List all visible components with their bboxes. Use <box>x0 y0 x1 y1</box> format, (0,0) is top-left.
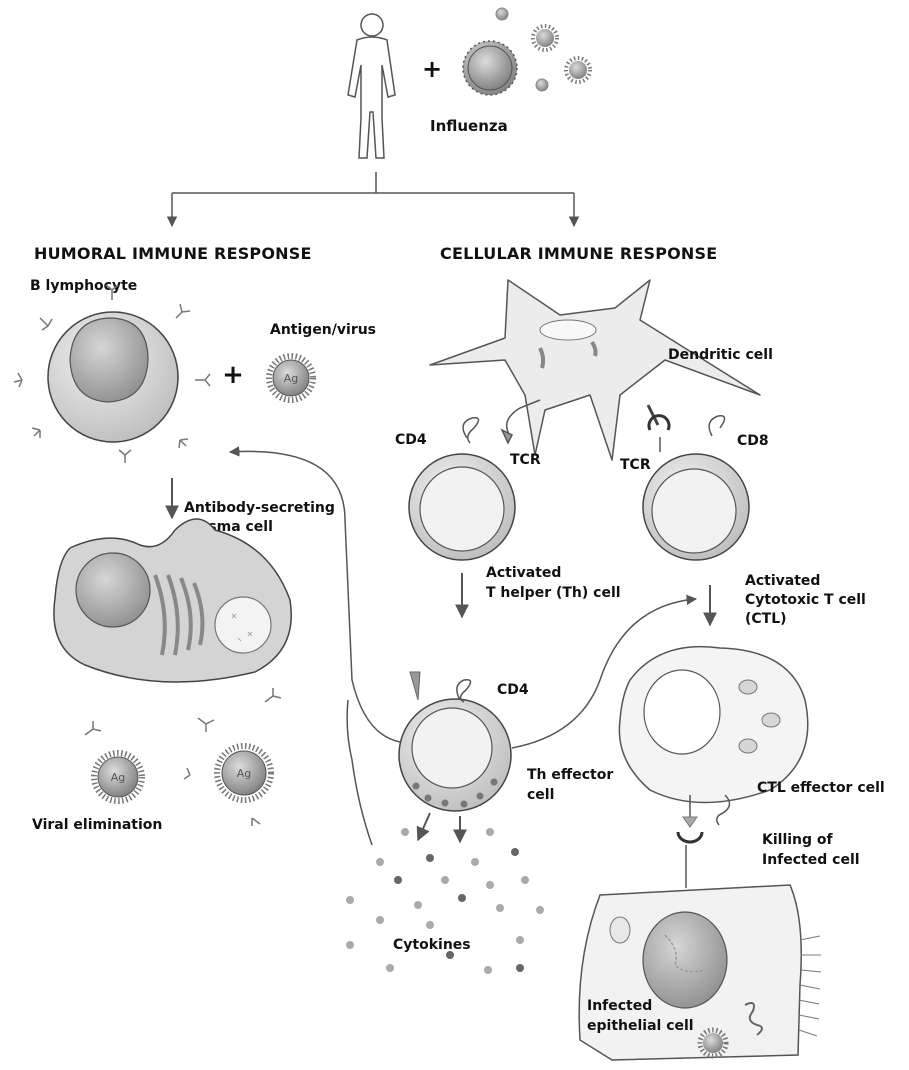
antigen-ag-text: Ag <box>111 771 126 784</box>
top-plus-sign: + <box>422 55 442 83</box>
tcr-left-label: TCR <box>510 452 541 468</box>
virus-small-icon <box>533 26 557 50</box>
cd4-label: CD4 <box>395 432 427 448</box>
viral-elimination-label: Viral elimination <box>32 817 162 833</box>
th-effector-line2: cell <box>527 787 554 803</box>
antigen-virus-label: Antigen/virus <box>270 322 376 338</box>
arrow-cytokine-left <box>418 813 430 840</box>
virus-small-icon <box>566 58 590 82</box>
humoral-heading: HUMORAL IMMUNE RESPONSE <box>34 244 312 263</box>
virus-tiny-icon <box>536 79 548 91</box>
killing-line2: Infected cell <box>762 852 860 868</box>
killing-line1: Killing of <box>762 832 834 848</box>
tcr-right-label: TCR <box>620 457 651 473</box>
plasma-label-line1: Antibody-secreting <box>184 500 335 516</box>
antigen-ag-text: Ag <box>284 372 299 385</box>
human-figure-icon <box>348 14 395 158</box>
activated-ctl-line2: Cytotoxic T cell <box>745 592 866 608</box>
infected-line2: epithelial cell <box>587 1018 694 1034</box>
cd4-effector-label: CD4 <box>497 682 529 698</box>
influenza-virus-group <box>463 8 590 95</box>
branch-connector <box>172 172 574 226</box>
b-lymphocyte-label: B lymphocyte <box>30 278 137 294</box>
cd8-t-cell <box>643 454 749 560</box>
antigen-virus-icon: Ag <box>217 746 271 800</box>
antigen-ag-text: Ag <box>237 767 252 780</box>
activated-ctl-line1: Activated <box>745 573 820 589</box>
th-effector-cell <box>399 672 511 811</box>
cd8-label: CD8 <box>737 433 769 449</box>
activated-ctl-line3: (CTL) <box>745 611 787 627</box>
cd4-t-cell <box>409 454 515 560</box>
activated-th-line2: T helper (Th) cell <box>486 585 621 601</box>
ctl-effector-label: CTL effector cell <box>757 780 885 796</box>
b-lymphocyte-cell <box>48 312 178 442</box>
ctl-effector-cell <box>619 647 807 842</box>
infected-line1: Infected <box>587 998 652 1014</box>
th-effector-line1: Th effector <box>527 767 613 783</box>
humoral-plus-sign: + <box>222 360 244 390</box>
dendritic-cell-label: Dendritic cell <box>668 347 773 363</box>
antigen-virus-icon: Ag <box>94 753 142 801</box>
virus-large-icon <box>463 41 517 95</box>
cytokines-label: Cytokines <box>393 937 471 953</box>
activated-th-line1: Activated <box>486 565 561 581</box>
cellular-heading: CELLULAR IMMUNE RESPONSE <box>440 244 717 263</box>
influenza-label: Influenza <box>430 117 508 135</box>
arrow-cytokines-back <box>347 700 372 845</box>
plasma-cell <box>54 519 291 682</box>
virus-tiny-icon <box>496 8 508 20</box>
antigen-virus-icon: Ag <box>269 356 313 400</box>
